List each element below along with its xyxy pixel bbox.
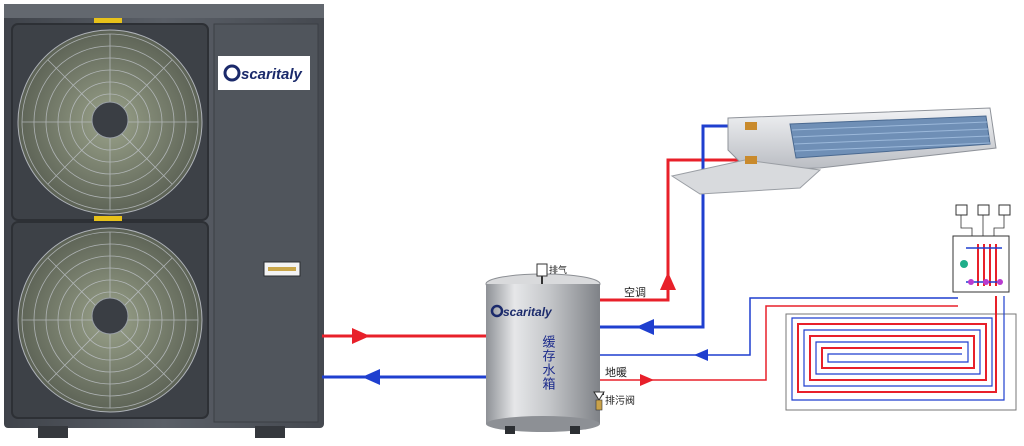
drain-valve-icon (593, 391, 605, 401)
tank-body (486, 284, 600, 424)
fan-upper (11, 23, 209, 221)
fan-coil-unit (670, 107, 997, 195)
heat-pump-side-panel (213, 23, 319, 423)
floor-return-pipe (600, 297, 958, 356)
manifold-assembly (952, 204, 1011, 293)
brand-logo-icon (223, 64, 241, 82)
fan-coil-connector-top (745, 122, 757, 130)
pipes-floor: 地暖 (600, 297, 958, 386)
thermostat-3 (998, 204, 1011, 216)
buffer-tank: 排气 scaritaly 缓存水箱 排污阀 (485, 263, 635, 434)
vent-valve-icon (536, 263, 548, 277)
vent-label: 排气 (549, 264, 567, 276)
return-arrow-icon (362, 369, 380, 385)
ac-supply-arrow-icon (660, 272, 676, 290)
heat-pump-foot-right (255, 426, 285, 438)
fan-coil-coil (789, 115, 991, 159)
fan-coil-tray (670, 159, 822, 195)
fan-lower (11, 221, 209, 419)
fan-hub-lower (91, 297, 129, 335)
ac-label: 空调 (624, 285, 646, 299)
pipes-ac: 空调 (600, 124, 748, 335)
manifold-pump-icon (960, 260, 968, 268)
floor-return-arrow-icon (694, 349, 708, 361)
tank-brand: scaritaly (503, 305, 553, 319)
heat-pump-foot-left (38, 426, 68, 438)
warning-sticker-top (94, 18, 122, 23)
floor-heating-loop (785, 296, 1017, 411)
thermostat-2 (977, 204, 990, 216)
floor-supply-pipe (600, 305, 958, 381)
floor-heating-label: 地暖 (605, 366, 627, 379)
tank-logo-icon (490, 304, 504, 318)
supply-arrow-icon (352, 328, 370, 344)
heat-pump-brand: scaritaly (241, 66, 303, 83)
ac-supply-pipe (600, 158, 748, 302)
pipes-heatpump-tank (322, 328, 487, 385)
ac-return-arrow-icon (636, 319, 654, 335)
floor-supply-arrow-icon (640, 374, 654, 386)
brand-plate (218, 56, 310, 90)
fan-hub-upper (91, 101, 129, 139)
drain-valve-label: 排污阀 (605, 394, 635, 407)
fan-coil-connector-bottom (745, 156, 757, 164)
heat-pump-unit: scaritaly (4, 4, 324, 438)
floor-coil-supply (797, 296, 997, 393)
ac-return-pipe (600, 124, 748, 329)
thermostat-1 (955, 204, 968, 216)
heat-pump-top (4, 4, 324, 18)
floor-coil-return (791, 296, 1005, 401)
warning-sticker-middle (94, 216, 122, 221)
tank-name: 缓存水箱 (540, 335, 556, 391)
